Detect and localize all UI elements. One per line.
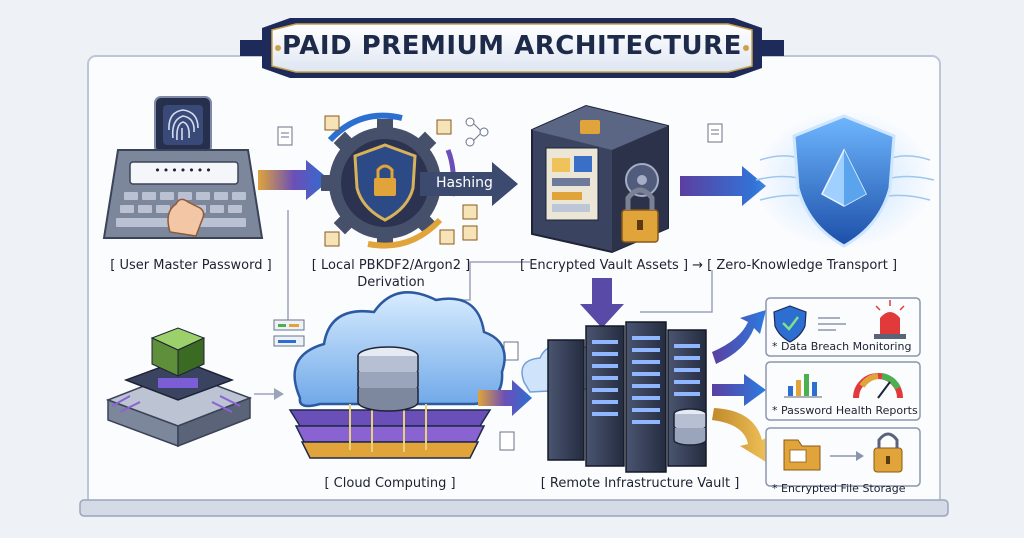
cloud-computing-icon bbox=[288, 291, 506, 459]
label-remote-infrastructure-vault: [ Remote Infrastructure Vault ] bbox=[540, 476, 740, 491]
server-chip-icon bbox=[105, 327, 253, 448]
folder-lock-icon bbox=[873, 432, 903, 473]
hash-tags bbox=[324, 115, 478, 247]
feature-password-health: * Password Health Reports bbox=[772, 404, 918, 417]
arrow-cloud-to-remote bbox=[478, 380, 532, 416]
label-cloud-computing: [ Cloud Computing ] bbox=[324, 476, 456, 491]
alarm-siren-icon bbox=[880, 312, 900, 334]
document-icon bbox=[277, 126, 293, 146]
shield-check-icon bbox=[773, 305, 807, 343]
gauge-chart-icon bbox=[853, 373, 903, 399]
label-user-master-password: [ User Master Password ] bbox=[110, 258, 272, 273]
label-vault-and-transport: [ Encrypted Vault Assets ] → [ Zero-Know… bbox=[520, 258, 898, 273]
hashing-label: Hashing bbox=[436, 175, 493, 191]
arrow-to-health-reports bbox=[712, 374, 766, 406]
folder-icon bbox=[783, 439, 821, 471]
vault-icon bbox=[531, 104, 669, 254]
zero-knowledge-shield-icon bbox=[754, 110, 935, 250]
arrow-password-to-derivation bbox=[258, 160, 330, 200]
password-dots: ••••••• bbox=[154, 164, 214, 177]
title-frame bbox=[240, 18, 784, 78]
password-field bbox=[129, 161, 239, 185]
arrow-down-to-remote bbox=[580, 278, 624, 328]
panel-base-bar bbox=[79, 499, 949, 517]
keyboard-terminal-icon bbox=[102, 149, 264, 239]
page-title: PAID PREMIUM ARCHITECTURE bbox=[282, 31, 742, 61]
document-icon bbox=[707, 123, 723, 143]
arrow-to-breach-monitoring bbox=[712, 310, 766, 364]
arrow-to-file-storage bbox=[712, 408, 770, 462]
label-local-derivation: [ Local PBKDF2/Argon2 ] bbox=[311, 258, 471, 273]
hashing-arrow bbox=[420, 162, 518, 206]
arrow-vault-to-transport bbox=[680, 166, 766, 206]
feature-breach-monitoring: * Data Breach Monitoring bbox=[772, 340, 912, 353]
label-derivation: Derivation bbox=[357, 275, 425, 290]
hand-icon bbox=[167, 198, 205, 237]
remote-server-rack-icon bbox=[521, 321, 707, 473]
feature-file-storage: * Encrypted File Storage bbox=[772, 482, 906, 495]
fingerprint-icon bbox=[154, 96, 212, 154]
gear-shield-icon bbox=[321, 112, 456, 249]
feature-card-breach bbox=[765, 297, 921, 357]
bar-graph-icon bbox=[784, 374, 822, 398]
node-graph-icon bbox=[465, 117, 489, 147]
feature-card-health bbox=[765, 361, 921, 421]
feature-card-storage bbox=[765, 427, 921, 487]
